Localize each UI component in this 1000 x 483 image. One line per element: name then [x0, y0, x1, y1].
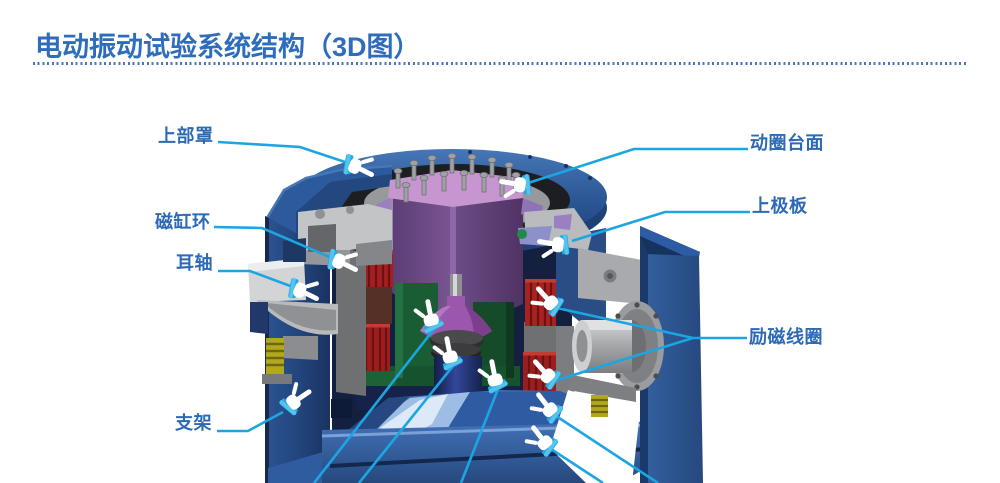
left-shell-bottom [268, 450, 330, 483]
leader-support-bracket [217, 410, 284, 433]
page-title: 电动振动试验系统结构（3D图） [35, 32, 421, 62]
leader-field-coil-lower [553, 336, 694, 383]
leader-magnet-cylinder-ring [213, 225, 333, 260]
leader-unlabeled-1 [312, 328, 436, 483]
label-magnet-cylinder-ring: 磁缸环 [155, 212, 211, 232]
leader-lines [213, 140, 750, 483]
label-support-bracket: 支架 [175, 413, 212, 433]
leader-unlabeled-5 [550, 447, 604, 483]
label-upper-pole-plate: 上极板 [752, 196, 808, 216]
left-section-gray [298, 204, 392, 396]
coil-left-shadow [361, 287, 392, 324]
left-trunnion [248, 238, 338, 384]
shaker-body [248, 149, 703, 483]
leader-unlabeled-2 [357, 365, 455, 483]
leader-upper-cover [217, 140, 349, 165]
leader-moving-coil-table [527, 147, 748, 185]
right-trunnion [550, 301, 664, 483]
label-upper-cover: 上部罩 [158, 126, 214, 146]
leader-unlabeled-3 [459, 388, 500, 483]
label-moving-coil-table: 动圈台面 [750, 133, 824, 153]
leader-trunnion [218, 269, 294, 289]
leader-unlabeled-4 [555, 414, 659, 483]
label-field-coil: 励磁线圈 [749, 327, 823, 347]
coil-right-spacer [524, 322, 556, 352]
leader-upper-pole-plate [571, 210, 750, 243]
dotted-separator [33, 62, 967, 65]
label-trunnion: 耳轴 [176, 253, 213, 273]
